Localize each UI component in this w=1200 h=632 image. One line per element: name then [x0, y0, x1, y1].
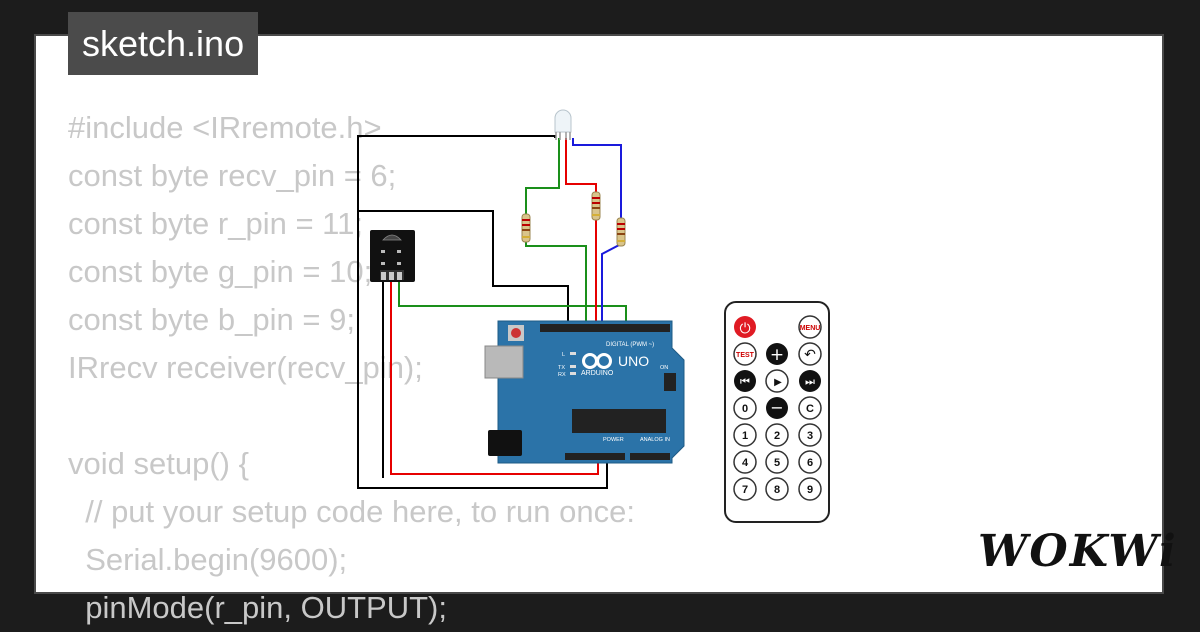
digit-button[interactable]: 5: [765, 450, 789, 474]
atmega-chip: [572, 409, 666, 433]
wire-red: [390, 282, 599, 475]
code-line: #include <IRremote.h>: [68, 110, 382, 145]
digit-button-label: 3: [807, 430, 813, 442]
play-button[interactable]: ▶: [765, 369, 789, 393]
usb-port: [484, 345, 524, 379]
code-line: Serial.begin(9600);: [68, 542, 348, 577]
power-jack: [488, 430, 522, 456]
wire-red: [565, 138, 597, 328]
digit-button-label: 9: [807, 484, 813, 496]
rgb-led[interactable]: [554, 109, 572, 140]
zero-button-label: 0: [742, 403, 748, 415]
resistor[interactable]: [616, 217, 626, 247]
board-brand-label: ARDUINO: [581, 370, 614, 377]
preview-card: [34, 34, 1164, 594]
resistor[interactable]: [521, 213, 531, 243]
play-icon: ▶: [774, 377, 782, 388]
digit-button-label: 7: [742, 484, 748, 496]
file-name-tab[interactable]: sketch.ino: [68, 12, 259, 75]
digital-pins-label: DIGITAL (PWM ~): [606, 342, 654, 348]
ir-remote[interactable]: ⏻ MENU TEST + ↶ ⏮ ▶ ⏭: [724, 301, 830, 523]
l-led-label: L: [562, 352, 565, 358]
ir-receiver[interactable]: [370, 230, 415, 282]
digit-button-label: 6: [807, 457, 813, 469]
code-line: IRrecv receiver(recv_pin);: [68, 350, 423, 385]
code-line: const byte recv_pin = 6;: [68, 158, 397, 193]
arduino-uno-board[interactable]: UNO ARDUINO DIGITAL (PWM ~) POWER ANALOG…: [484, 320, 685, 464]
digit-button[interactable]: 4: [733, 450, 757, 474]
icsp-header: [664, 373, 676, 391]
rx-led-label: RX: [558, 372, 566, 378]
back-button[interactable]: ↶: [798, 342, 822, 366]
code-line: const byte g_pin = 10;: [68, 254, 373, 289]
power-icon: ⏻: [739, 321, 750, 337]
digit-button[interactable]: 7: [733, 477, 757, 501]
wire-black: [358, 210, 569, 328]
menu-button-label: MENU: [800, 325, 821, 332]
test-button[interactable]: TEST: [733, 342, 757, 366]
digit-button[interactable]: 8: [765, 477, 789, 501]
reset-button-icon[interactable]: [508, 325, 524, 341]
on-led-label: ON: [660, 365, 668, 371]
board-model-label: UNO: [618, 353, 649, 369]
zero-button[interactable]: 0: [733, 396, 757, 420]
digit-button-label: 1: [742, 430, 748, 442]
plus-button[interactable]: +: [766, 343, 788, 365]
wires: [357, 135, 627, 489]
code-line: const byte r_pin = 11;: [68, 206, 363, 241]
test-button-label: TEST: [736, 352, 755, 359]
digit-button[interactable]: 1: [733, 423, 757, 447]
minus-button[interactable]: −: [766, 397, 788, 419]
next-button[interactable]: ⏭: [799, 370, 821, 392]
resistor[interactable]: [591, 191, 601, 221]
arduino-infinity-logo-icon: [582, 353, 612, 369]
power-header: [565, 453, 625, 460]
tx-led-label: TX: [558, 365, 565, 371]
next-icon: ⏭: [805, 375, 815, 388]
code-editor: #include <IRremote.h> const byte recv_pin…: [68, 104, 635, 632]
minus-icon: −: [770, 398, 783, 417]
wokwi-logo: WOKWi: [978, 526, 1178, 577]
plus-icon: +: [770, 345, 784, 365]
code-line: const byte b_pin = 9;: [68, 302, 355, 337]
digit-button-label: 4: [742, 457, 749, 469]
wire-blue: [572, 138, 622, 328]
wire-black: [357, 135, 608, 489]
digit-button-label: 2: [774, 430, 780, 442]
digit-button[interactable]: 2: [765, 423, 789, 447]
wire-green: [525, 138, 587, 328]
digital-header: [540, 324, 670, 332]
digit-button-label: 8: [774, 484, 780, 496]
clear-button[interactable]: C: [798, 396, 822, 420]
code-line: pinMode(r_pin, OUTPUT);: [68, 590, 447, 625]
back-icon: ↶: [804, 347, 816, 363]
digit-button[interactable]: 6: [798, 450, 822, 474]
code-line: void setup() {: [68, 446, 249, 481]
previous-icon: ⏮: [740, 375, 750, 388]
digit-button[interactable]: 9: [798, 477, 822, 501]
code-line: // put your setup code here, to run once…: [68, 494, 635, 529]
digit-button[interactable]: 3: [798, 423, 822, 447]
previous-button[interactable]: ⏮: [734, 370, 756, 392]
analog-pins-label: ANALOG IN: [640, 437, 670, 443]
analog-header: [630, 453, 670, 460]
clear-button-label: C: [806, 403, 814, 415]
power-pins-label: POWER: [603, 437, 624, 443]
menu-button[interactable]: MENU: [798, 315, 822, 339]
wire-green: [398, 282, 627, 328]
digit-button-label: 5: [774, 457, 780, 469]
power-button[interactable]: ⏻: [734, 316, 756, 338]
